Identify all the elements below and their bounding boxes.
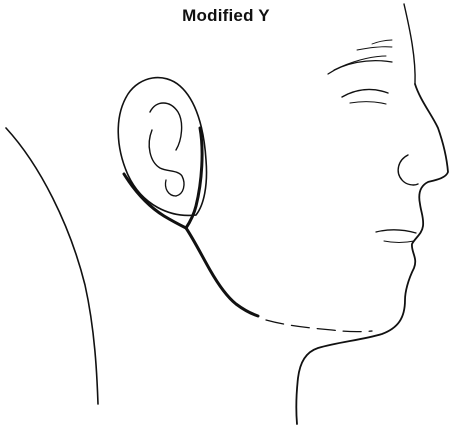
lower-lip-line <box>384 241 414 243</box>
ear-concha-line <box>149 130 184 196</box>
eyebrow-hair-line <box>357 47 392 50</box>
lip-line <box>376 230 416 233</box>
incision-preauricular-arm <box>186 128 202 228</box>
incision-postauricular-arm <box>124 174 186 228</box>
ear-inner-line <box>150 103 182 150</box>
nostril-line <box>398 155 418 185</box>
face-profile-line <box>296 84 448 424</box>
closed-eye-line <box>342 90 388 97</box>
eyebrow-line <box>328 61 392 74</box>
incision-cervical-limb <box>186 228 258 316</box>
earlobe-line <box>165 180 176 196</box>
back-of-neck-line <box>6 128 98 404</box>
forehead-line <box>404 4 415 84</box>
eyebrow-line-2 <box>334 56 386 70</box>
lower-eyelid-line <box>350 102 386 104</box>
eyebrow-hair-line-2 <box>372 40 392 44</box>
jawline-dashed <box>266 320 372 332</box>
ear-outer-line <box>118 78 206 216</box>
